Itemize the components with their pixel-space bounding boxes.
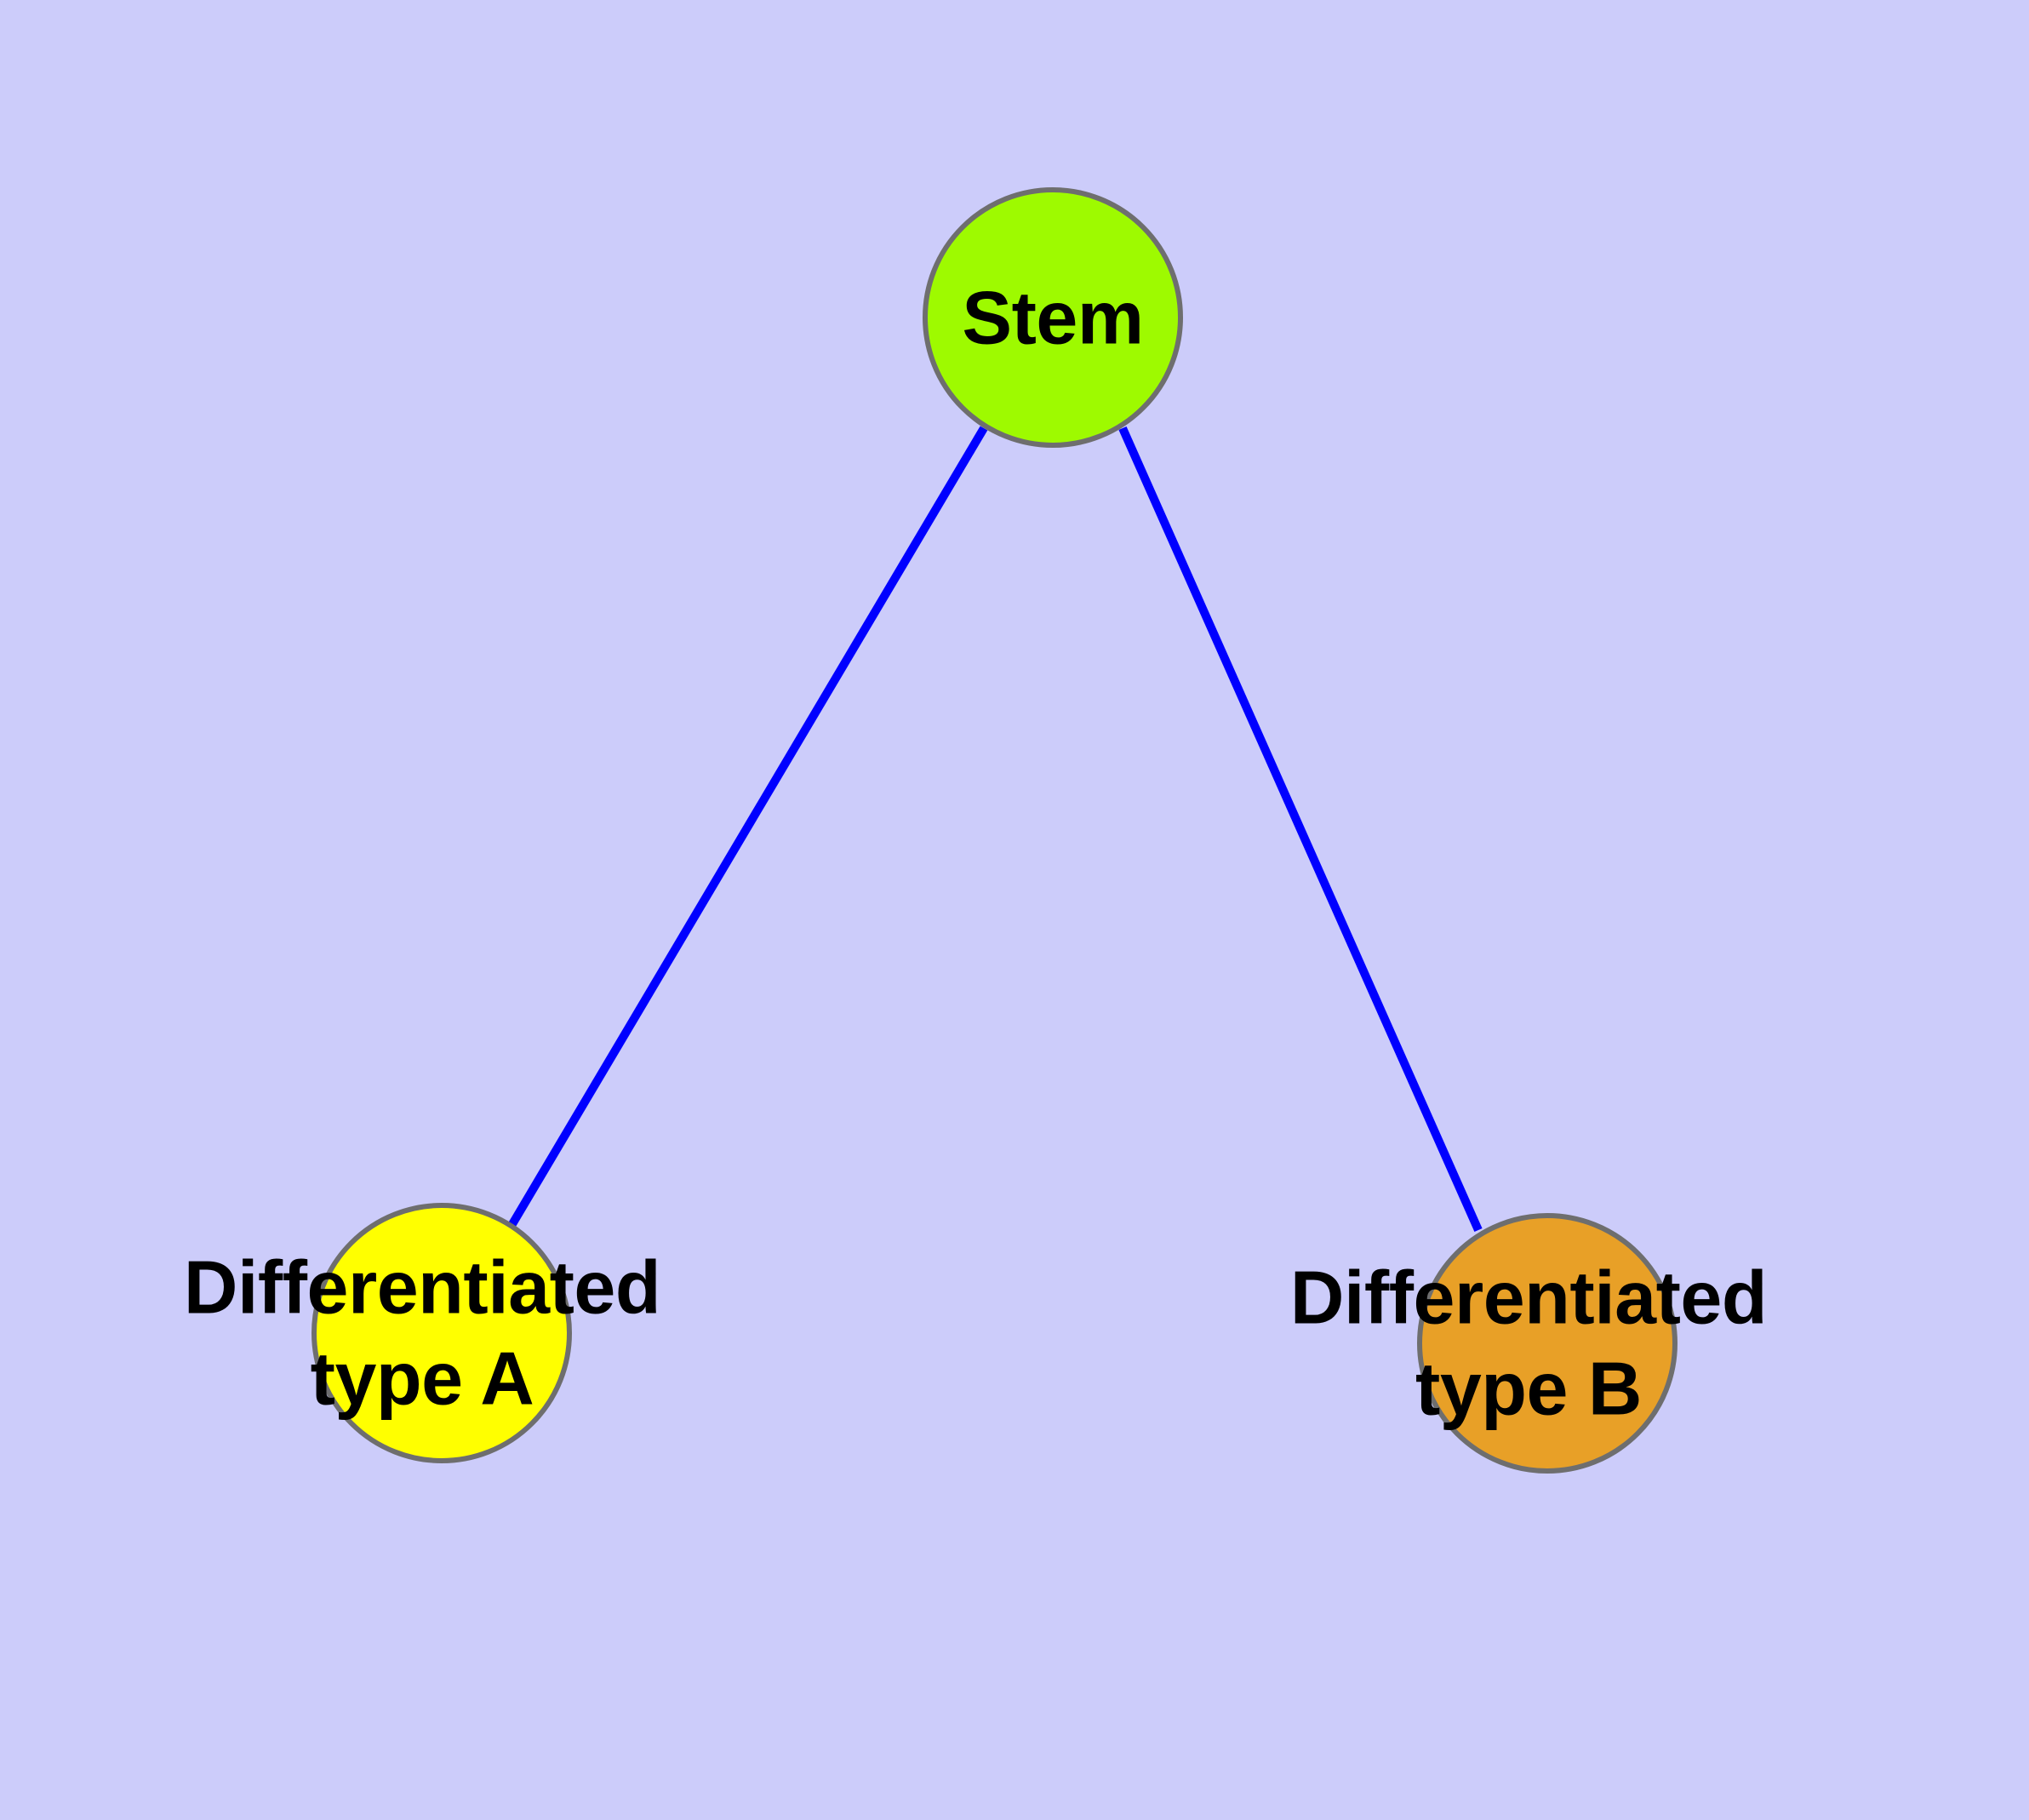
node-type-b[interactable] <box>1417 1213 1677 1474</box>
edge-layer <box>508 426 1483 1233</box>
node-layer <box>311 187 1677 1474</box>
node-stem[interactable] <box>923 187 1183 448</box>
node-type-a[interactable] <box>311 1203 572 1463</box>
edge-stem-to-type-a[interactable] <box>508 426 988 1227</box>
edge-stem-to-type-b[interactable] <box>1118 426 1483 1233</box>
